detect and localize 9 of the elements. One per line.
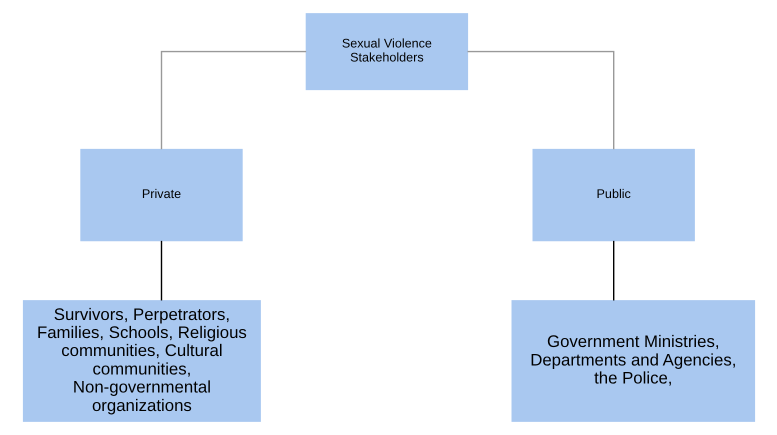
- node-box: Sexual Violence Stakeholders: [305, 13, 468, 90]
- connector: [160, 240, 162, 300]
- node-box: Survivors, Perpetrators, Families, Schools, Religious communities, Cultural communities, Non-governmental organizations: [22, 300, 260, 422]
- node-box: Public: [532, 148, 694, 242]
- connector: [612, 240, 614, 300]
- node-box: Government Ministries, Departments and Agencies, the Police,: [511, 300, 755, 422]
- connector: [467, 50, 614, 150]
- node-box: Private: [80, 148, 242, 242]
- connector: [160, 50, 306, 150]
